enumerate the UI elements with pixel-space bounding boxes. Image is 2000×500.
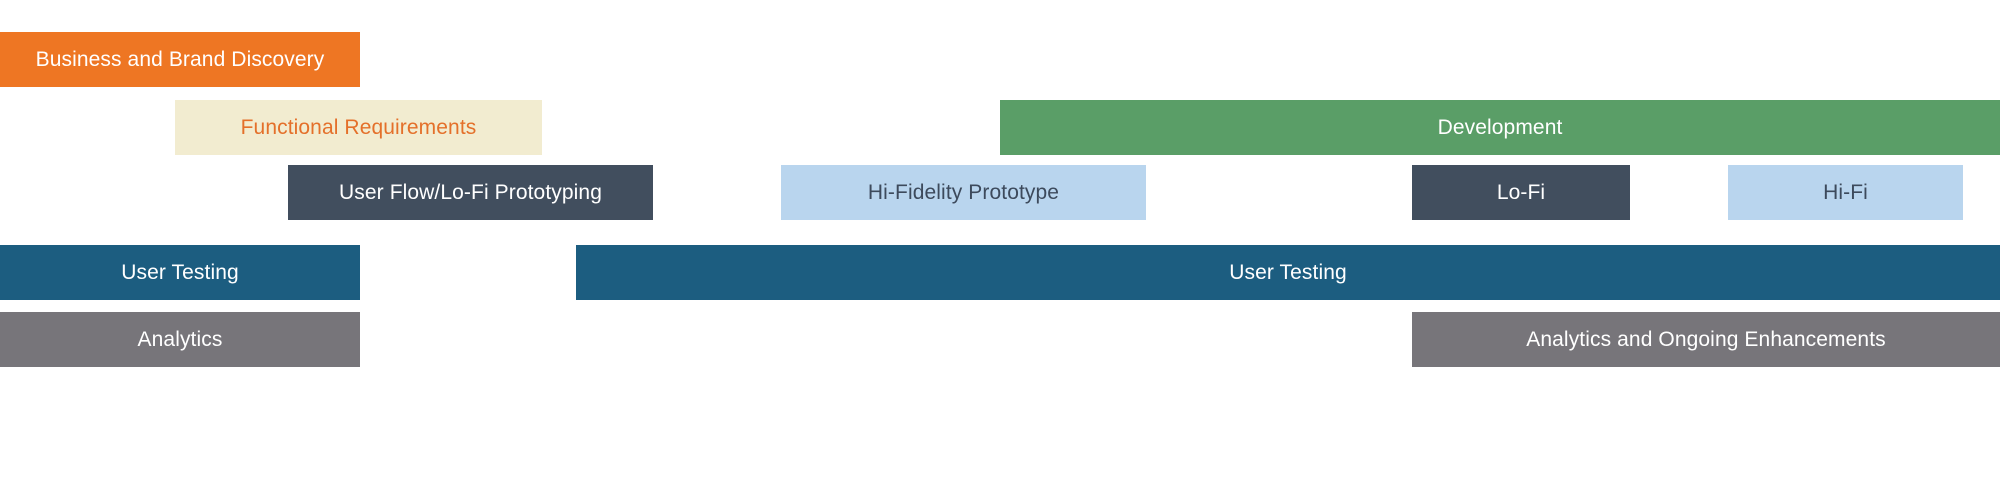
timeline-bar-development[interactable]: Development xyxy=(1000,100,2000,155)
timeline-bar-functional-requirements[interactable]: Functional Requirements xyxy=(175,100,542,155)
timeline-bar-label-development: Development xyxy=(1437,116,1563,139)
timeline-bar-user-flow-lo-fi-prototyping[interactable]: User Flow/Lo-Fi Prototyping xyxy=(288,165,653,220)
timeline-bar-hi-fidelity-prototype[interactable]: Hi-Fidelity Prototype xyxy=(781,165,1146,220)
timeline-bar-label-business-and-brand-discovery: Business and Brand Discovery xyxy=(35,48,325,71)
timeline-bar-label-hi-fi: Hi-Fi xyxy=(1823,181,1868,204)
timeline-bar-user-testing-main[interactable]: User Testing xyxy=(576,245,2000,300)
timeline-bar-label-lo-fi: Lo-Fi xyxy=(1496,181,1546,204)
timeline-bar-analytics[interactable]: Analytics xyxy=(0,312,360,367)
timeline-bar-label-user-flow-lo-fi-prototyping: User Flow/Lo-Fi Prototyping xyxy=(339,181,602,204)
timeline-bar-lo-fi[interactable]: Lo-Fi xyxy=(1412,165,1630,220)
timeline-bar-label-analytics-and-ongoing-enhancements: Analytics and Ongoing Enhancements xyxy=(1526,328,1886,351)
timeline-bar-label-hi-fidelity-prototype: Hi-Fidelity Prototype xyxy=(867,181,1060,204)
timeline-bar-user-testing-early[interactable]: User Testing xyxy=(0,245,360,300)
timeline-bar-label-functional-requirements: Functional Requirements xyxy=(240,116,477,139)
timeline-bar-business-and-brand-discovery[interactable]: Business and Brand Discovery xyxy=(0,32,360,87)
timeline-bar-label-user-testing-early: User Testing xyxy=(121,261,239,284)
timeline-bar-hi-fi[interactable]: Hi-Fi xyxy=(1728,165,1963,220)
timeline-bar-label-analytics: Analytics xyxy=(137,328,223,351)
timeline-bar-label-user-testing-main: User Testing xyxy=(1229,261,1347,284)
timeline-bar-analytics-and-ongoing-enhancements[interactable]: Analytics and Ongoing Enhancements xyxy=(1412,312,2000,367)
